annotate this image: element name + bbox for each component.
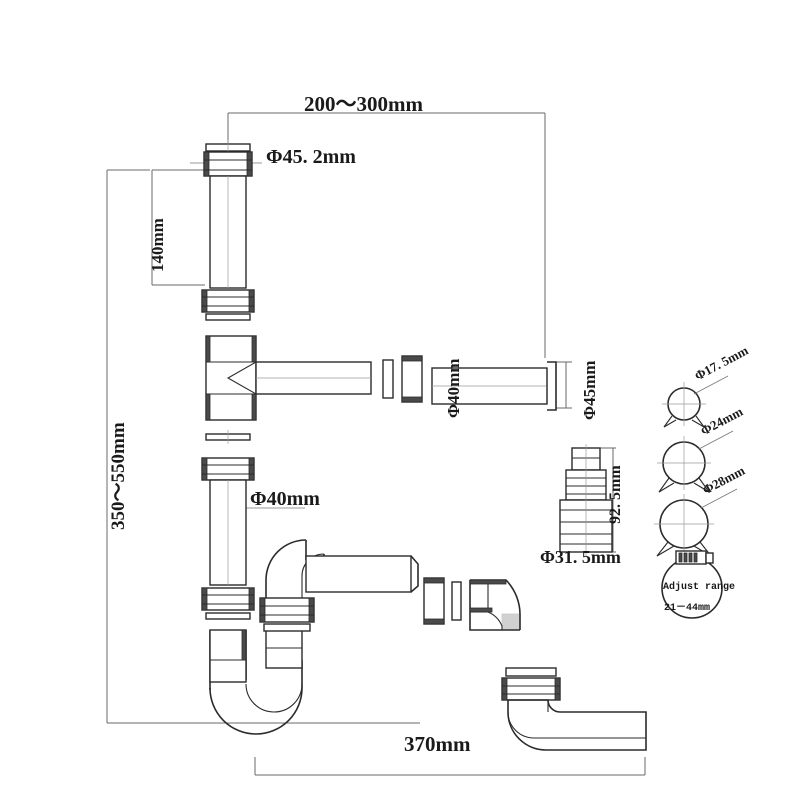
corner-elbow-fitting [469,579,521,631]
dimension-left-upper: 140mm [148,218,167,272]
pipe-clip-28 [654,488,738,557]
wall-outlet-elbow [501,667,647,751]
pipe-clip-24 [657,430,734,493]
dimension-bellows-height: 92. 5mm [607,465,624,524]
hose-clamp-label-line1: Adjust range [663,582,736,593]
hose-clamp-label-line2: 21－44mm [664,603,711,614]
diameter-bellows: Φ31. 5mm [540,547,621,567]
diameter-tee-outlet: Φ40mm [444,358,463,418]
pipe-clips [654,375,738,619]
dimension-bottom-width: 370mm [404,732,471,756]
tee-fitting-assembly [205,335,423,444]
pipe-clip-17 [662,375,729,428]
top-inlet-pipe-assembly [201,140,255,321]
bellows-flexible-connector [559,444,613,556]
dimension-left-total: 350～550mm [108,422,129,530]
trap-elbow-arm [259,539,462,632]
down-pipe-assembly [201,457,255,620]
hose-clamp [661,550,723,619]
diameter-down-pipe: Φ40mm [250,488,320,510]
dimension-top-width: 200～300mm [304,92,423,116]
diameter-top-pipe: Φ45. 2mm [266,146,356,168]
dimension-lines [106,112,646,776]
diameter-outlet-end: Φ45mm [580,360,599,420]
p-trap-u-bend [209,629,303,735]
horizontal-outlet-pipe [431,361,557,411]
